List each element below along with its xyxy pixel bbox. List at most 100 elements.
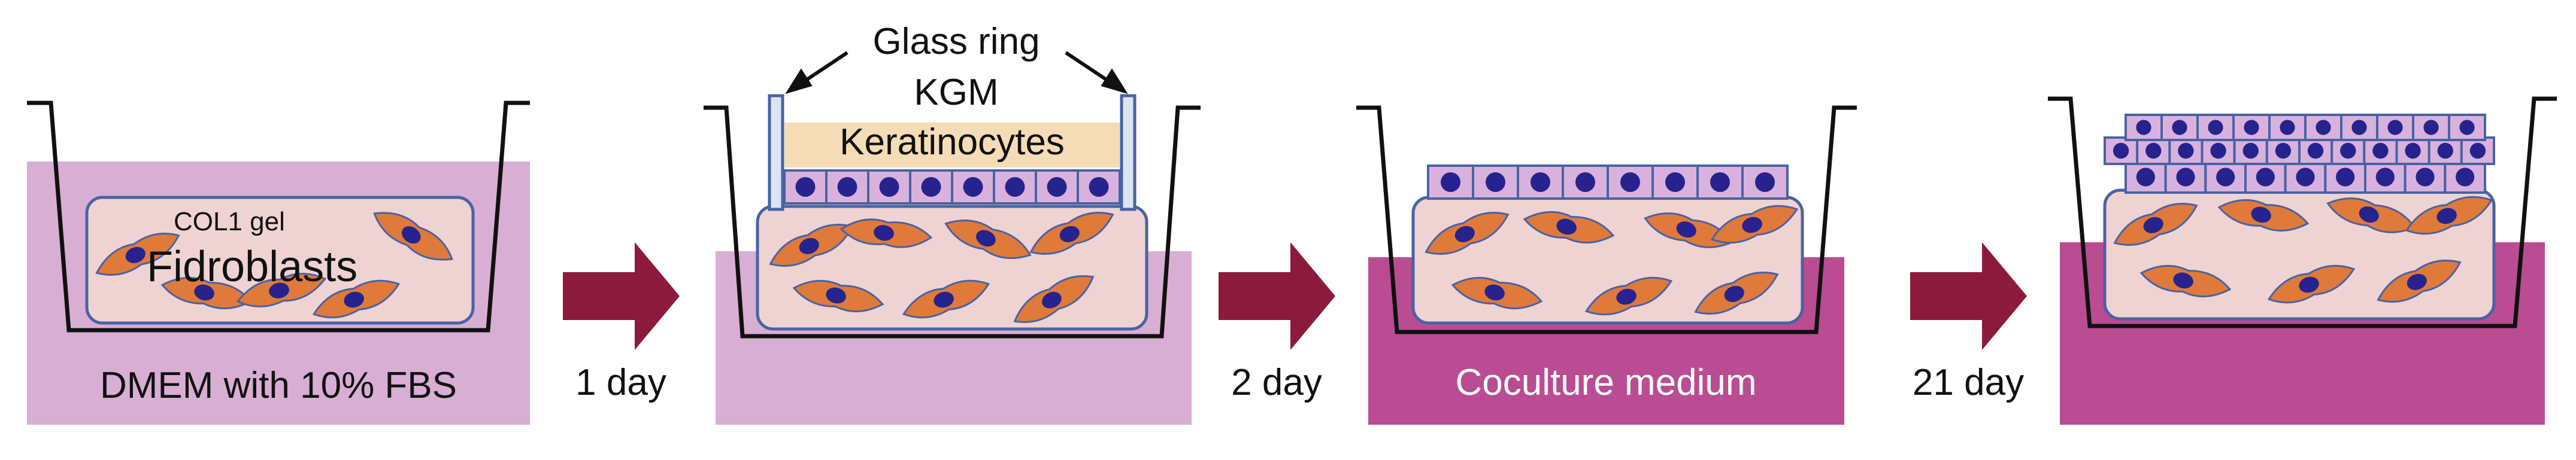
fibroblast-nucleus (269, 282, 289, 298)
fibroblast-label: Fidroblasts (147, 243, 357, 291)
keratinocyte-nucleus (879, 177, 899, 197)
fibroblast-cell (236, 273, 327, 307)
fibroblast-nucleus (194, 284, 214, 301)
fibroblast-nucleus (934, 291, 954, 308)
fibroblast-cell (2113, 203, 2198, 246)
keratinocyte-nucleus (1710, 172, 1730, 192)
fibroblast-cell (840, 218, 933, 248)
keratinocyte-layers (783, 114, 2496, 205)
keratinocyte-cell (2444, 160, 2486, 194)
glass-ring-right (1120, 94, 1137, 211)
keratinocyte-nucleus (1531, 172, 1550, 192)
fibroblast-nucleus (1059, 226, 1080, 242)
fibroblast-nucleus (2251, 206, 2271, 223)
keratinocyte-nucleus (2256, 167, 2275, 187)
fibroblast-nucleus (1616, 288, 1636, 305)
keratinocyte-nucleus (2416, 167, 2435, 187)
fibroblast-cell (2267, 264, 2356, 304)
keratinocyte-nucleus (2405, 142, 2421, 159)
keratinocyte-nucleus (2340, 142, 2356, 159)
fibroblast-nucleus (2359, 206, 2379, 223)
pointer-left-line (801, 51, 848, 84)
fibroblast-nucleus (125, 246, 146, 263)
keratinocyte-nucleus (921, 177, 941, 197)
keratinocyte-nucleus (2176, 167, 2195, 187)
fibroblast-cell (1029, 212, 1114, 255)
fibroblast-cell (2377, 260, 2462, 303)
fibroblast-nucleus (799, 237, 819, 254)
panel-3-medium-label: Coculture medium (1455, 362, 1756, 403)
fibroblast-cell (1584, 276, 1673, 316)
fibroblast-nucleus (2407, 273, 2427, 290)
fibroblast-nucleus (401, 226, 421, 244)
keratinocyte-nucleus (2113, 142, 2129, 159)
step-arrow-1 (563, 242, 680, 350)
keratinocyte-nucleus (1575, 172, 1595, 192)
keratinocyte-nucleus (1005, 177, 1025, 197)
fibroblast-nucleus (2436, 208, 2457, 224)
keratinocyte-nucleus (2280, 120, 2295, 135)
keratinocyte-nucleus (1441, 172, 1460, 192)
fibroblast-nucleus (2143, 217, 2163, 233)
keratinocyte-nucleus (2208, 120, 2223, 135)
keratinocyte-nucleus (2469, 142, 2486, 159)
keratinocyte-nucleus (963, 177, 983, 197)
fibroblast-cell (312, 279, 401, 319)
fibroblast-nucleus (1742, 217, 1762, 233)
fibroblast-nucleus (1484, 284, 1505, 301)
step-label-3: 21 day (1913, 362, 2024, 403)
fibroblast-cell (2139, 265, 2232, 297)
fibroblast-nucleus (874, 225, 894, 241)
keratinocyte-nucleus (2136, 120, 2151, 135)
fibroblast-cell (1451, 277, 1543, 309)
step-label-2: 2 day (1231, 362, 1322, 403)
fibroblast-nucleus (344, 291, 364, 308)
fibroblast-cell (373, 212, 453, 261)
fibroblast-cell (1013, 275, 1095, 324)
step-label-1: 1 day (575, 362, 666, 403)
keratinocyte-nucleus (1047, 177, 1067, 197)
pointer-left-head (785, 68, 813, 95)
glass-ring-label: Glass ring (872, 21, 1040, 62)
panel-1-medium-label: DMEM with 10% FBS (100, 365, 457, 406)
fibroblast-body (840, 218, 933, 248)
glass-ring-pointers (785, 51, 1128, 95)
keratinocyte-nucleus (1620, 172, 1640, 192)
keratinocyte-nucleus (2459, 120, 2475, 135)
pointer-right-head (1101, 68, 1128, 95)
fibroblast-nucleus (1042, 291, 1062, 309)
keratinocyte-nucleus (2178, 142, 2194, 159)
panel-4-insert (2048, 96, 2557, 328)
fibroblast-cell (2217, 199, 2310, 231)
keratinocyte-nucleus (2307, 142, 2324, 159)
keratinocyte-nucleus (2316, 120, 2331, 135)
keratinocyte-nucleus (1755, 172, 1775, 192)
fibroblast-body (236, 273, 327, 307)
keratinocytes-label: Keratinocytes (840, 121, 1065, 163)
keratinocyte-nucleus (2456, 167, 2475, 187)
fibroblast-cell (944, 220, 1032, 259)
fibroblast-cell (1523, 211, 1615, 243)
fibroblasts (95, 196, 2493, 324)
fibroblast-nucleus (1724, 285, 1744, 302)
keratinocyte-nucleus (2145, 142, 2162, 159)
fibroblast-cell (792, 280, 884, 312)
kgm-label: KGM (914, 72, 998, 113)
keratinocyte-cell (825, 169, 869, 205)
keratinocyte-nucleus (2244, 120, 2259, 135)
keratinocyte-nucleus (2351, 120, 2367, 135)
fibroblast-nucleus (2173, 272, 2193, 289)
keratinocyte-nucleus (2423, 120, 2439, 135)
fibroblast-cell (1694, 272, 1779, 315)
step-arrow-3 (1910, 242, 2027, 350)
keratinocyte-nucleus (2375, 167, 2395, 187)
fibroblast-nucleus (1556, 218, 1577, 235)
kgm-medium-layer (784, 123, 1120, 167)
keratinocyte-nucleus (837, 177, 857, 197)
keratinocyte-nucleus (2372, 142, 2389, 159)
keratinocyte-nucleus (2210, 142, 2226, 159)
pointer-right-line (1065, 51, 1112, 84)
glass-ring-left (768, 94, 784, 211)
